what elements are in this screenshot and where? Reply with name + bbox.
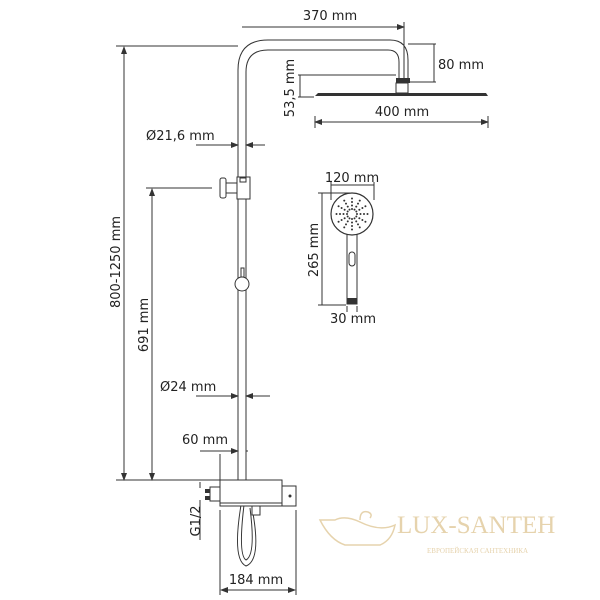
nozzle-dot — [364, 205, 367, 208]
slider-height-label: 691 mm — [137, 298, 152, 352]
nozzle-dot — [364, 220, 367, 223]
nozzle-dot — [355, 210, 358, 213]
nozzle-dot — [351, 228, 353, 231]
nozzle-dot — [366, 213, 369, 215]
nozzle-dot — [343, 199, 346, 202]
nozzle-dot — [346, 220, 349, 223]
watermark-tagline: ЕВРОПЕЙСКАЯ САНТЕХНИКА — [427, 547, 528, 555]
nozzle-dot — [358, 226, 361, 229]
pipe-joint — [234, 267, 250, 292]
nozzle-dot — [346, 210, 349, 213]
head-drop-label: 53,5 mm — [283, 59, 298, 117]
nozzle-dot — [351, 201, 353, 203]
nozzle-dot — [353, 217, 356, 220]
upper-diameter-label: Ø21,6 mm — [146, 129, 215, 144]
nozzle-dot — [355, 215, 358, 218]
hand-shower-handle-label: 30 mm — [330, 312, 376, 327]
arm-length-label: 370 mm — [303, 9, 357, 24]
nozzle-dot — [346, 215, 349, 218]
hand-shower — [330, 192, 374, 305]
nozzle-dot — [343, 226, 346, 229]
watermark-brand: LUX-SANTEH — [397, 512, 555, 539]
nozzle-dot — [340, 207, 343, 209]
nozzle-dot — [337, 205, 340, 208]
nozzle-dot — [357, 202, 359, 205]
nozzle-dot — [351, 204, 353, 207]
nozzle-dot — [335, 213, 338, 215]
total-height-label: 800-1250 mm — [109, 216, 124, 308]
thermostatic-mixer — [205, 479, 297, 567]
nozzle-dot — [363, 213, 365, 215]
nozzle-dot — [345, 202, 347, 205]
pipe-offset-label: 60 mm — [182, 433, 228, 448]
hand-shower-width-label: 120 mm — [325, 171, 379, 186]
nozzle-dot — [353, 208, 356, 211]
nozzle-dot — [343, 208, 346, 211]
nozzle-dot — [340, 219, 343, 221]
nozzle-dot — [346, 205, 349, 208]
nozzle-dot — [358, 217, 361, 220]
nozzle-dot — [361, 219, 364, 221]
nozzle-dot — [358, 208, 361, 211]
bathtub-icon — [318, 517, 397, 546]
nozzle-dot — [342, 213, 345, 215]
nozzle-dot — [351, 208, 353, 210]
nozzle-dot — [339, 213, 341, 215]
connector-height-label: 80 mm — [438, 58, 484, 73]
nozzle-dot — [356, 213, 358, 215]
nozzle-dot — [355, 205, 358, 208]
watermark-logo: LUX-SANTEH ЕВРОПЕЙСКАЯ САНТЕХНИКА — [318, 510, 555, 555]
shower-riser — [237, 39, 409, 480]
nozzle-dot — [346, 213, 348, 215]
nozzle-dot — [351, 221, 353, 224]
nozzle-dot — [358, 199, 361, 202]
nozzle-dot — [355, 220, 358, 223]
nozzle-dot — [357, 223, 359, 226]
nozzle-dot — [348, 208, 351, 211]
nozzle-dot — [345, 223, 347, 226]
overhead-shower-head — [315, 78, 488, 96]
inlet-thread-label: G1/2 — [189, 506, 204, 537]
lower-diameter-label: Ø24 mm — [160, 380, 216, 395]
nozzle-dot — [361, 207, 364, 209]
nozzle-dot — [343, 217, 346, 220]
nozzle-dot — [348, 217, 351, 220]
head-width-label: 400 mm — [375, 105, 429, 120]
hand-shower-length-label: 265 mm — [307, 223, 322, 277]
nozzle-dot — [337, 220, 340, 223]
nozzle-dot — [351, 225, 353, 227]
mixer-width-label: 184 mm — [229, 573, 283, 588]
nozzle-dot — [359, 213, 362, 215]
hand-shower-slider — [219, 176, 251, 200]
nozzle-dot — [351, 218, 353, 220]
nozzle-dot — [351, 197, 353, 200]
